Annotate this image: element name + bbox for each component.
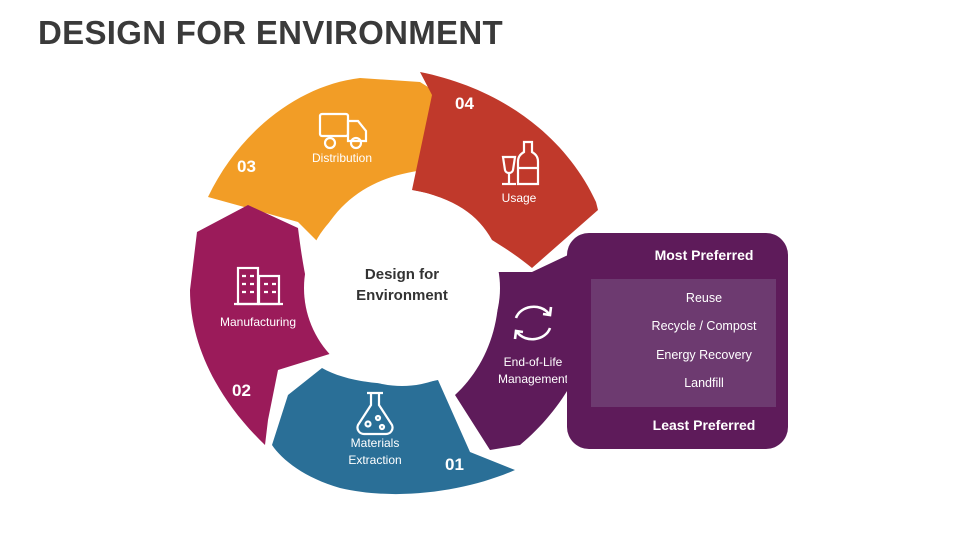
center-label: Design for Environment: [322, 264, 482, 306]
preference-item-landfill: Landfill: [684, 376, 724, 390]
label-end-of-life-line1: End-of-Life: [503, 355, 563, 369]
segment-manufacturing: [190, 205, 336, 445]
recycle-arrows-icon: [513, 305, 553, 341]
label-end-of-life-line2: Management: [497, 372, 569, 386]
label-materials-line2: Extraction: [348, 453, 402, 467]
number-02: 02: [232, 381, 251, 400]
label-materials-extraction: Materials Extraction: [315, 435, 435, 469]
preference-item-energy-recovery: Energy Recovery: [656, 348, 752, 362]
label-usage: Usage: [459, 190, 579, 207]
label-manufacturing-text: Manufacturing: [219, 315, 297, 329]
truck-icon: [318, 112, 368, 150]
least-preferred-label: Least Preferred: [652, 417, 756, 433]
segment-materials-extraction: [272, 368, 515, 495]
preference-list-background: [591, 279, 776, 407]
center-label-line2: Environment: [356, 287, 448, 304]
number-01: 01: [445, 455, 464, 474]
flask-icon: [356, 391, 394, 436]
label-end-of-life: End-of-Life Management: [473, 354, 593, 388]
label-manufacturing: Manufacturing: [198, 314, 318, 331]
bottle-glass-icon: [501, 140, 540, 186]
label-distribution-text: Distribution: [311, 151, 373, 165]
number-03: 03: [237, 157, 256, 176]
center-label-line1: Design for: [364, 266, 440, 283]
preference-item-recycle: Recycle / Compost: [651, 319, 757, 333]
page-title: DESIGN FOR ENVIRONMENT: [38, 14, 503, 51]
center-circle: [304, 190, 500, 386]
segment-distribution: [208, 78, 436, 242]
preference-item-reuse: Reuse: [685, 291, 723, 305]
number-04: 04: [455, 94, 474, 113]
label-usage-text: Usage: [501, 191, 537, 205]
most-preferred-label: Most Preferred: [654, 247, 754, 263]
label-materials-line1: Materials: [350, 436, 400, 450]
factory-icon: [234, 266, 283, 306]
label-distribution: Distribution: [282, 150, 402, 167]
